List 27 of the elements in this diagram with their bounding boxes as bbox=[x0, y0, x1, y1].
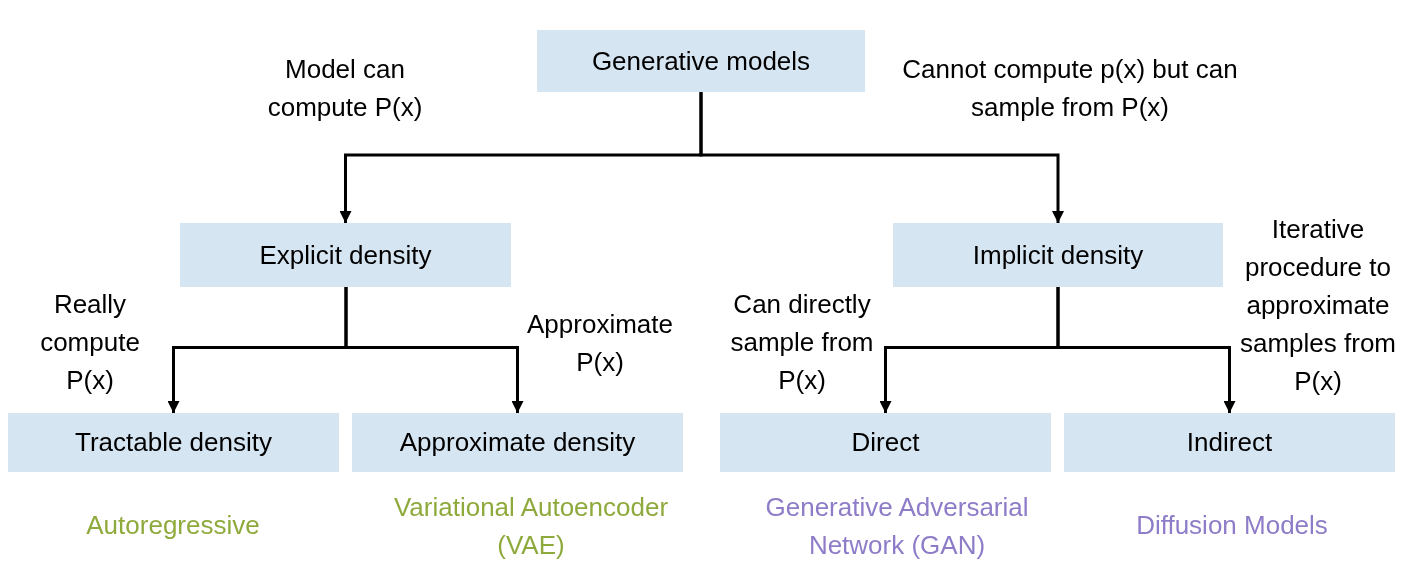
edge-label: Approximate P(x) bbox=[526, 308, 674, 379]
edge-label: Model can compute P(x) bbox=[266, 53, 424, 124]
category-box bbox=[180, 223, 511, 287]
node-label: Generative models bbox=[591, 45, 811, 77]
example-label: Generative Adversarial Network (GAN) bbox=[764, 491, 1030, 562]
node-label: Direct bbox=[851, 427, 920, 458]
category-box bbox=[537, 30, 865, 92]
category-box bbox=[720, 413, 1051, 472]
connector-arrow bbox=[1056, 287, 1236, 413]
example-label: Diffusion Models bbox=[1135, 509, 1329, 542]
category-box bbox=[1064, 413, 1395, 472]
node-label: Tractable density bbox=[75, 427, 272, 458]
node-label: Indirect bbox=[1186, 427, 1273, 458]
connector-arrow bbox=[699, 92, 1064, 223]
example-label: Variational Autoencoder (VAE) bbox=[392, 491, 670, 562]
node-label: Explicit density bbox=[259, 239, 432, 271]
node-label: Approximate density bbox=[399, 427, 636, 458]
category-box bbox=[8, 413, 339, 472]
category-box bbox=[893, 223, 1223, 287]
edge-label: Can directly sample from P(x) bbox=[729, 288, 875, 397]
edge-label: Really compute P(x) bbox=[39, 288, 141, 397]
edge-label: Iterative procedure to approximate samples from P(x) bbox=[1238, 213, 1397, 398]
edge-label: Cannot compute p(x) but can sample from P(x) bbox=[901, 53, 1239, 124]
connector-arrow bbox=[344, 287, 524, 413]
example-label: Autoregressive bbox=[85, 509, 261, 542]
category-box bbox=[352, 413, 683, 472]
node-label: Implicit density bbox=[972, 239, 1144, 271]
